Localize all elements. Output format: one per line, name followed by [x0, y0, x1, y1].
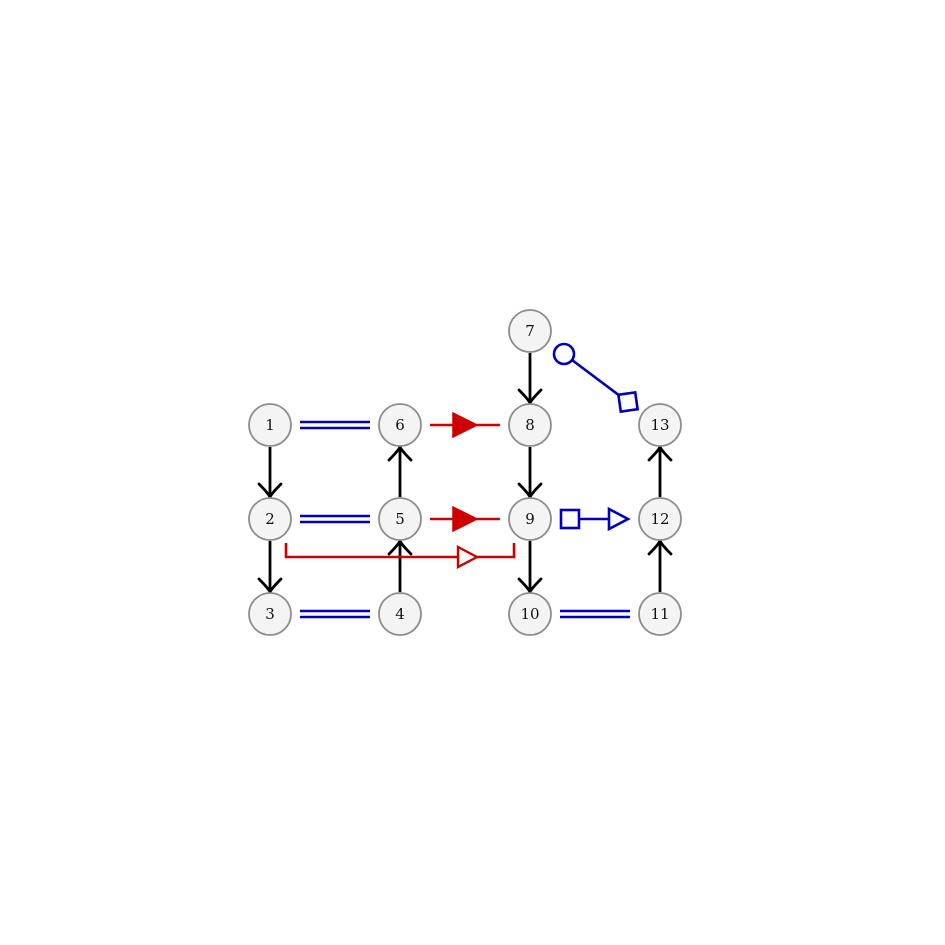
- edge-2-3: [257, 541, 283, 596]
- node-circle: [638, 592, 682, 636]
- node-circle: [248, 497, 292, 541]
- node-4: 4: [378, 592, 422, 636]
- node-circle: [248, 403, 292, 447]
- arrowhead-icon: [257, 482, 283, 501]
- node-circle: [248, 592, 292, 636]
- edge-2-5: [300, 514, 370, 524]
- node-circle: [638, 403, 682, 447]
- edge-11-12: [647, 537, 673, 592]
- node-label: 5: [395, 510, 405, 528]
- arrowhead-icon: [387, 537, 413, 556]
- arrowhead-icon: [387, 443, 413, 462]
- edge-1-6: [300, 420, 370, 430]
- node-circle: [508, 309, 552, 353]
- node-3: 3: [248, 592, 292, 636]
- node-6: 6: [378, 403, 422, 447]
- edge-3-4: [300, 609, 370, 619]
- node-13: 13: [638, 403, 682, 447]
- edge-6-8: [430, 411, 500, 439]
- node-label: 2: [265, 510, 275, 528]
- node-label: 6: [395, 416, 405, 434]
- node-circle: [638, 497, 682, 541]
- node-label: 4: [395, 605, 405, 623]
- node-label: 1: [265, 416, 275, 434]
- open-triangle-icon: [456, 545, 480, 569]
- edges-layer: [257, 342, 673, 619]
- edge-5-9: [430, 505, 500, 533]
- edge-8-9: [517, 447, 543, 501]
- node-7: 7: [508, 309, 552, 353]
- node-label: 3: [265, 605, 275, 623]
- node-label: 8: [525, 416, 535, 434]
- node-8: 8: [508, 403, 552, 447]
- arrowhead-icon: [517, 388, 543, 407]
- node-2: 2: [248, 497, 292, 541]
- node-circle: [508, 592, 552, 636]
- square-icon: [559, 508, 581, 530]
- node-circle: [378, 497, 422, 541]
- node-label: 9: [525, 510, 535, 528]
- node-circle: [508, 497, 552, 541]
- node-12: 12: [638, 497, 682, 541]
- diamond-icon: [616, 390, 640, 414]
- node-circle: [378, 592, 422, 636]
- edge-9-10: [517, 541, 543, 596]
- arrowhead-icon: [517, 482, 543, 501]
- circle-icon: [552, 342, 576, 366]
- node-label: 10: [520, 605, 539, 623]
- node-label: 13: [650, 416, 669, 434]
- edge-12-13: [647, 443, 673, 497]
- node-label: 12: [650, 510, 669, 528]
- node-circle: [378, 403, 422, 447]
- filled-triangle-icon: [452, 505, 479, 533]
- edge-4-5: [387, 537, 413, 592]
- node-circle: [508, 403, 552, 447]
- open-triangle-icon: [607, 506, 631, 532]
- node-10: 10: [508, 592, 552, 636]
- node-5: 5: [378, 497, 422, 541]
- node-1: 1: [248, 403, 292, 447]
- edge-7-8: [517, 353, 543, 407]
- arrowhead-icon: [517, 577, 543, 596]
- arrowhead-icon: [257, 577, 283, 596]
- node-9: 9: [508, 497, 552, 541]
- edge-2-9: [284, 543, 516, 569]
- node-label: 11: [650, 605, 669, 623]
- edge-7-13: [552, 342, 640, 414]
- arrowhead-icon: [647, 537, 673, 556]
- node-label: 7: [525, 322, 535, 340]
- edge-5-6: [387, 443, 413, 497]
- edge-9-12: [559, 506, 631, 532]
- edge-10-11: [560, 609, 630, 619]
- filled-triangle-icon: [452, 411, 479, 439]
- arrowhead-icon: [647, 443, 673, 462]
- edge-1-2: [257, 447, 283, 501]
- node-11: 11: [638, 592, 682, 636]
